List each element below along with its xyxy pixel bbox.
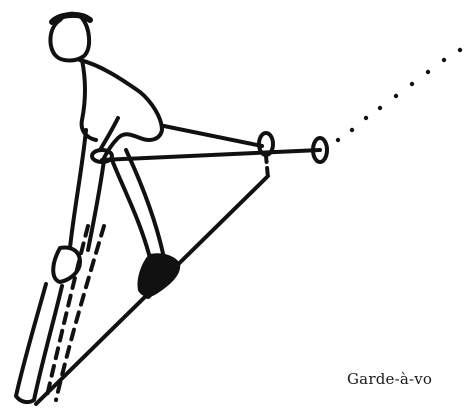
- pole-main: [102, 150, 320, 160]
- torso-outline: [80, 60, 162, 158]
- back-leg: [70, 130, 86, 248]
- pole-upper: [164, 126, 262, 146]
- dotted-trajectory: [336, 48, 462, 142]
- front-leg: [112, 160, 150, 258]
- back-outline: [82, 60, 96, 140]
- caption-text: Garde-à-vo: [347, 370, 432, 388]
- arm: [100, 118, 118, 150]
- pole-dash-down: [266, 156, 268, 178]
